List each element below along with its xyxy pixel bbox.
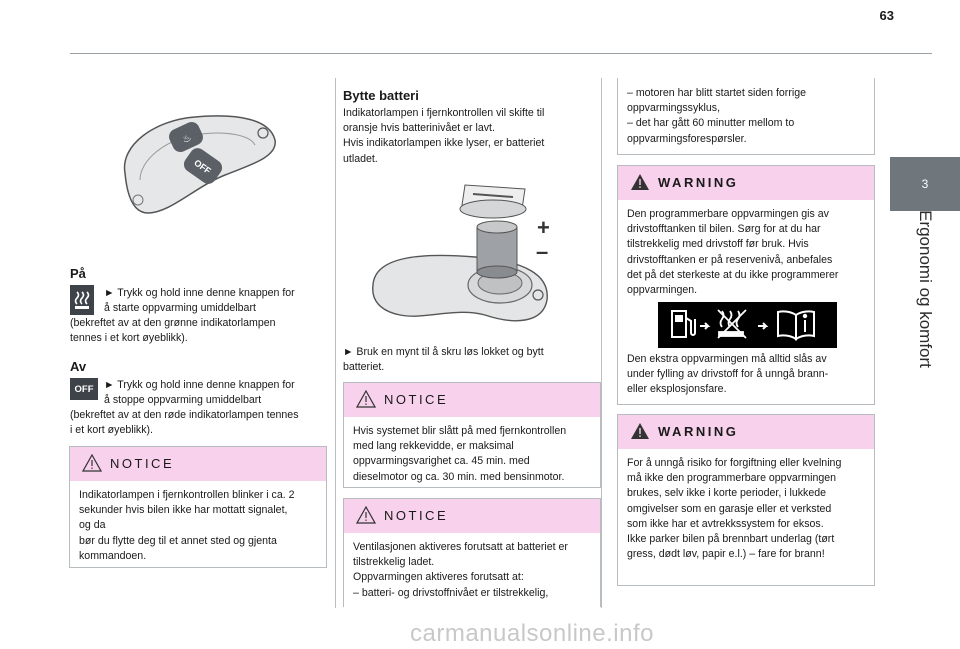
notice-box: NOTICE Ventilasjonen aktiveres forutsatt… [343, 498, 601, 607]
off-text: ► Trykk og hold inne denne knappen for å… [104, 379, 295, 407]
notice-title: NOTICE [384, 508, 449, 523]
warning-body: For å unngå risiko for forgiftning eller… [627, 457, 842, 561]
warning-body: Den programmerbare oppvarmingen gis av d… [627, 208, 839, 297]
heater-button-icon [70, 285, 94, 315]
notice-body: Indikatorlampen i fjernkontrollen blinke… [79, 489, 295, 562]
remote-control-image: ♨ OFF [100, 95, 300, 235]
fuel-warning-symbol-strip [658, 302, 837, 348]
column-divider [335, 78, 336, 608]
notice-header: NOTICE [344, 499, 600, 533]
warning-triangle-icon [631, 423, 649, 439]
notice-body: Hvis systemet blir slått på med fjernkon… [353, 425, 567, 483]
warning-triangle-icon [82, 454, 102, 472]
battery-replacement-image: + – [365, 175, 565, 335]
battery-minus-label: – [536, 239, 548, 264]
notice-header: NOTICE [70, 447, 326, 481]
column-divider [601, 78, 602, 608]
on-heading: På [70, 266, 86, 281]
off-button-icon: OFF [70, 378, 98, 400]
warning-title: WARNING [658, 175, 739, 190]
no-heater-icon [717, 309, 747, 339]
battery-intro: Indikatorlampen i fjernkontrollen vil sk… [343, 107, 545, 165]
off-text-cont: (bekreftet av at den røde indikatorlampe… [70, 409, 299, 437]
notice-header: NOTICE [344, 383, 600, 417]
manual-book-icon [777, 310, 815, 341]
arrow-right-icon [758, 322, 769, 330]
warning-body-after-symbols: Den ekstra oppvarmingen må alltid slås a… [627, 353, 829, 396]
header-rule [70, 53, 932, 54]
warning-header: WARNING [618, 166, 874, 200]
notice-title: NOTICE [384, 392, 449, 407]
warning-triangle-icon [631, 174, 649, 190]
notice-title: NOTICE [110, 456, 175, 471]
notice-body: Ventilasjonen aktiveres forutsatt at bat… [353, 541, 568, 599]
warning-box: WARNING For å unngå risiko for forgiftni… [617, 414, 875, 586]
coin-instruction: ► Bruk en mynt til å skru løs lokket og … [343, 346, 544, 374]
arrow-right-icon [700, 322, 711, 330]
notice-box: NOTICE Hvis systemet blir slått på med f… [343, 382, 601, 488]
warning-header: WARNING [618, 415, 874, 449]
svg-text:♨: ♨ [181, 132, 194, 146]
warning-triangle-icon [356, 506, 376, 524]
battery-plus-label: + [537, 215, 550, 240]
chapter-title: Ergonomi og komfort [916, 210, 935, 368]
warning-title: WARNING [658, 424, 739, 439]
notice-box: NOTICE Indikatorlampen i fjernkontrollen… [69, 446, 327, 568]
watermark[interactable]: carmanualsonline.info [410, 620, 654, 647]
continued-notice-box: – motoren har blitt startet siden forrig… [617, 78, 875, 155]
on-text: ► Trykk og hold inne denne knappen for å… [104, 287, 295, 315]
off-heading: Av [70, 359, 87, 374]
fuel-pump-icon [671, 310, 696, 338]
chapter-title-tab[interactable]: Ergonomi og komfort [890, 210, 960, 368]
continued-notice-body: – motoren har blitt startet siden forrig… [627, 87, 807, 145]
warning-triangle-icon [356, 390, 376, 408]
chapter-number-tab[interactable]: 3 [890, 157, 960, 211]
battery-heading: Bytte batteri [343, 88, 419, 103]
on-text-cont: (bekreftet av at den grønne indikatorlam… [70, 317, 276, 345]
warning-box: WARNING Den programmerbare oppvarmingen … [617, 165, 875, 405]
page-number: 63 [879, 8, 894, 23]
